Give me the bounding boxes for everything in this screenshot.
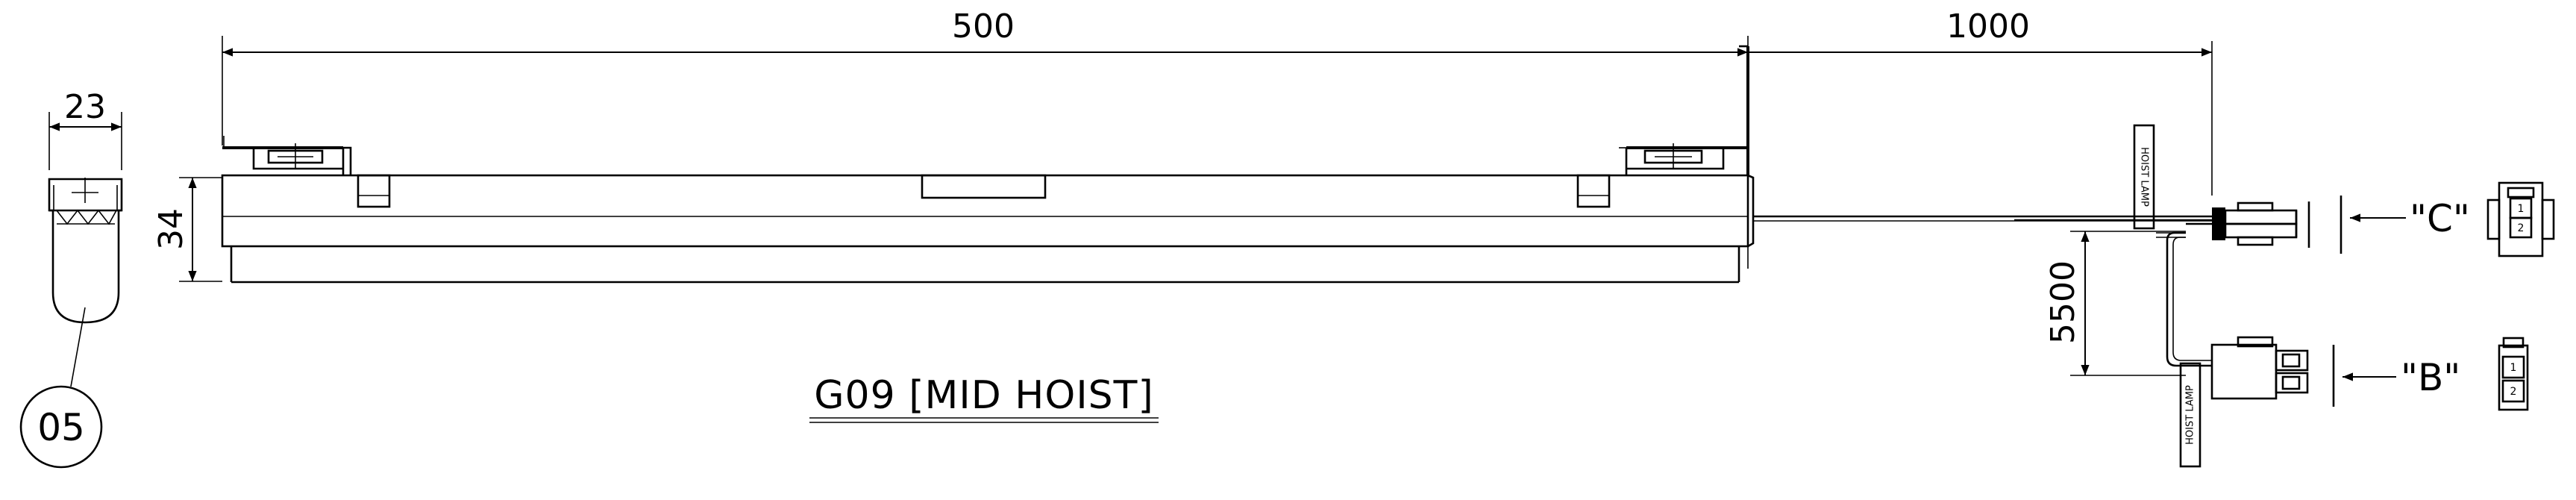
title-text: G09 [MID HOIST] — [814, 373, 1153, 418]
callout-bubble — [19, 385, 103, 469]
hoist-lamp-tag-upper: HOIST LAMP — [2133, 124, 2155, 230]
height-dimension-label: 34 — [152, 208, 190, 250]
wire-label-lower: HOIST LAMP — [2185, 385, 2196, 445]
right-mounting-bracket — [1619, 45, 1749, 175]
connector-c-label: "C" — [2410, 197, 2470, 240]
callout-number: 05 — [37, 406, 85, 449]
connector-b-label: "B" — [2401, 356, 2460, 399]
connector-b-pin-2: 2 — [2510, 386, 2517, 398]
drop-dimension-label: 5500 — [2044, 260, 2082, 344]
wire-label-upper: HOIST LAMP — [2139, 147, 2150, 207]
connector-b-pointer: "B" — [2332, 345, 2460, 407]
length-dimension-label: 500 — [952, 7, 1015, 46]
connector-b — [2210, 336, 2309, 400]
drop-dimension: 5500 — [2044, 231, 2186, 376]
width-dimension-label: 23 — [64, 88, 106, 126]
profile-outline — [48, 178, 123, 324]
connector-c-face: 1 2 — [2486, 181, 2555, 257]
cables — [1753, 215, 2219, 367]
left-mounting-bracket — [222, 136, 352, 175]
lamp-body — [221, 174, 1755, 284]
drawing-title: G09 [MID HOIST] — [809, 373, 1159, 423]
end-profile-view: 23 05 — [19, 88, 123, 469]
connector-c-pin-2: 2 — [2518, 222, 2525, 234]
cable-dimension-label: 1000 — [1946, 7, 2030, 46]
connector-b-face: 1 2 — [2498, 337, 2529, 411]
connector-c-pin-1: 1 — [2518, 203, 2525, 215]
top-dimensions: 500 1000 — [222, 7, 2213, 196]
hoist-lamp-tag-lower: HOIST LAMP — [2179, 362, 2201, 468]
connector-c — [2212, 201, 2310, 248]
connector-c-pointer: "C" — [2340, 196, 2470, 254]
connector-b-pin-1: 1 — [2510, 362, 2517, 374]
height-dimension: 34 — [152, 177, 222, 282]
